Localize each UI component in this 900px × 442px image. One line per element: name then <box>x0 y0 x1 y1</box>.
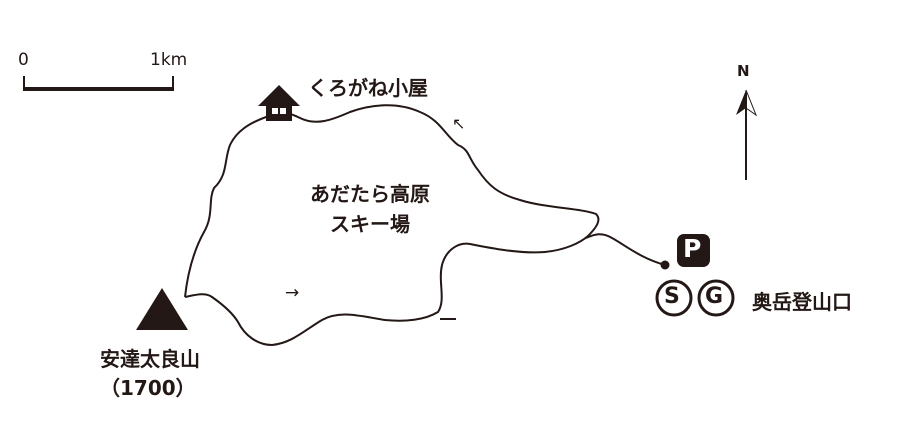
start-icon <box>655 279 693 317</box>
goal-letter: G <box>705 284 724 309</box>
ski-area-label-2: スキー場 <box>330 212 410 236</box>
parking-icon <box>677 234 710 267</box>
trailhead-dot <box>660 260 670 270</box>
start-letter: S <box>664 284 680 309</box>
mountain-peak-icon <box>136 288 188 330</box>
parking-letter: P <box>683 234 702 263</box>
goal-icon <box>697 279 735 317</box>
trailhead-label: 奥岳登山口 <box>752 290 852 314</box>
north-arrow-head <box>736 90 746 115</box>
direction-arrow-upleft: ↖ <box>452 114 466 133</box>
peak-elevation: （1700） <box>100 376 196 400</box>
trail-route <box>184 104 600 347</box>
hut-icon <box>258 85 300 121</box>
scale-zero-label: 0 <box>18 50 29 70</box>
trail-to-trailhead <box>585 233 666 266</box>
north-label: N <box>737 62 750 80</box>
scale-1km-label: 1km <box>150 50 188 70</box>
direction-arrow-right: → <box>285 283 300 303</box>
ski-area-label-1: あだたら高原 <box>310 182 430 206</box>
hut-label: くろがね小屋 <box>308 76 428 100</box>
peak-label: 安達太良山 <box>100 347 200 371</box>
